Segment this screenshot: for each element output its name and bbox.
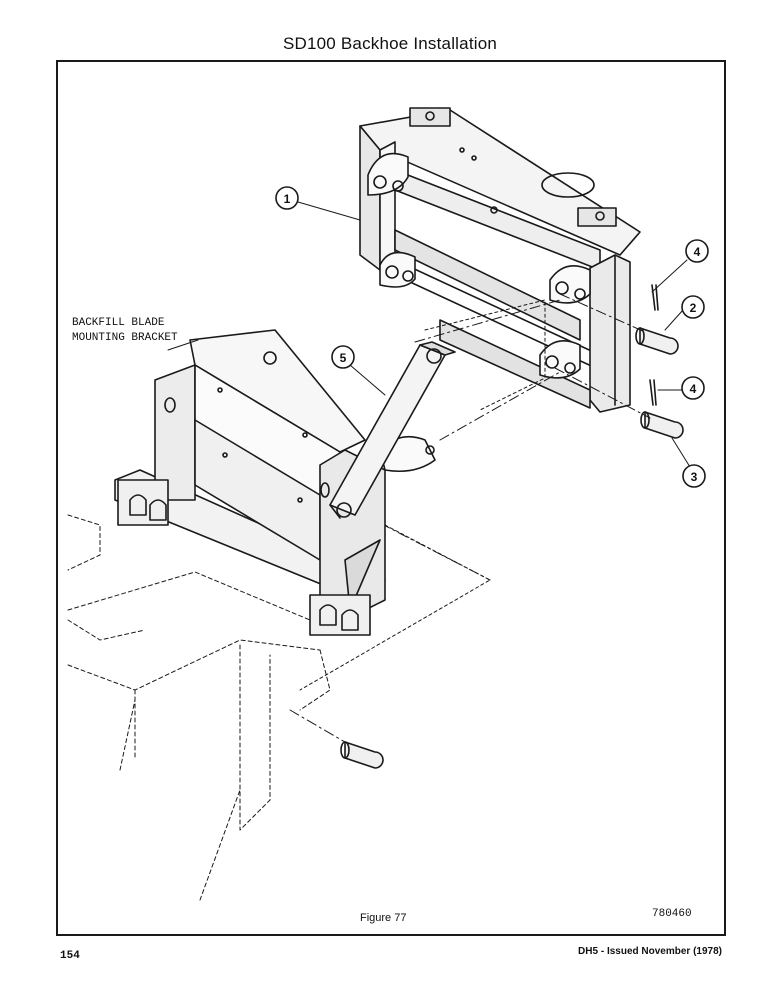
figure-caption: Figure 77 bbox=[360, 912, 407, 924]
backhoe-mounting-frame bbox=[359, 107, 641, 413]
figure-frame bbox=[56, 60, 726, 936]
callout-circle-2: 2 bbox=[681, 295, 705, 319]
callout-circle-5: 5 bbox=[331, 345, 355, 369]
pin-3 bbox=[640, 411, 684, 439]
bracket-label-line-2: MOUNTING BRACKET bbox=[72, 332, 178, 344]
tractor-outline bbox=[67, 514, 331, 901]
callout-leaders bbox=[167, 201, 691, 468]
page-title: SD100 Backhoe Installation bbox=[282, 34, 498, 53]
cotter-pin-lower bbox=[649, 379, 657, 406]
svg-text:5: 5 bbox=[340, 351, 347, 365]
callout-circle-4-lower: 4 bbox=[681, 376, 705, 400]
drawing-number: 780460 bbox=[652, 908, 692, 920]
callout-circle-1: 1 bbox=[275, 186, 299, 210]
backfill-blade-mounting-bracket bbox=[114, 329, 436, 636]
svg-text:2: 2 bbox=[690, 301, 697, 315]
cotter-pin-upper bbox=[651, 284, 659, 311]
svg-text:4: 4 bbox=[690, 382, 697, 396]
callout-circle-3: 3 bbox=[682, 464, 706, 488]
callout-circle-4-upper: 4 bbox=[685, 239, 709, 263]
bracket-label-line-1: BACKFILL BLADE bbox=[72, 317, 165, 329]
ground-plane-outline bbox=[299, 299, 546, 691]
pin-2 bbox=[635, 327, 679, 355]
issue-date: DH5 - Issued November (1978) bbox=[578, 946, 722, 957]
svg-text:1: 1 bbox=[284, 192, 291, 206]
lower-mounting-pin bbox=[340, 741, 384, 769]
svg-text:3: 3 bbox=[691, 470, 698, 484]
svg-text:4: 4 bbox=[694, 245, 701, 259]
link-arm-5 bbox=[329, 341, 456, 519]
page-number: 154 bbox=[60, 950, 80, 962]
